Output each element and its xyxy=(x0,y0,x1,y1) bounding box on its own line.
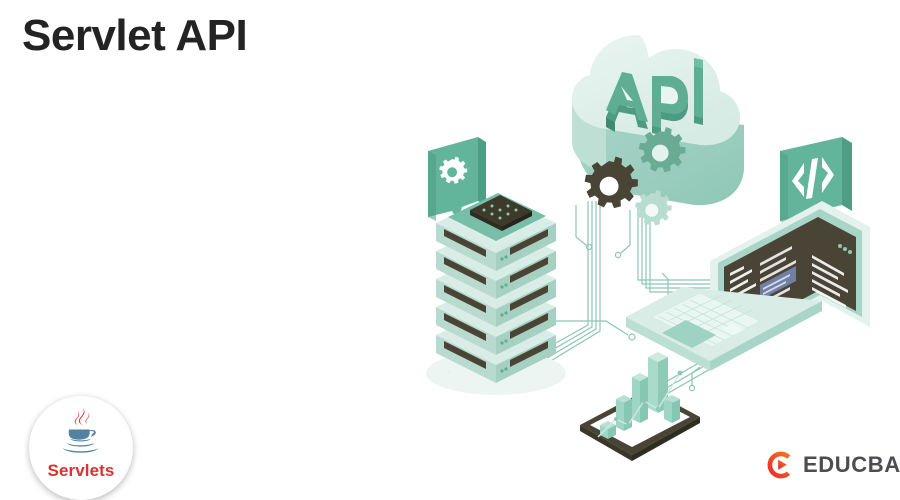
java-servlets-logo: Servlets xyxy=(29,396,133,500)
page-title: Servlet API xyxy=(22,11,248,60)
laptop-with-code-editor xyxy=(626,201,870,371)
code-brackets-icon xyxy=(792,157,834,199)
isometric-api-architecture-illustration xyxy=(400,5,900,495)
api-cloud-text xyxy=(606,58,703,135)
servlets-logo-label: Servlets xyxy=(47,461,115,480)
gear-dark xyxy=(584,156,638,209)
settings-bubble xyxy=(428,137,486,221)
educba-mark-icon xyxy=(766,450,796,480)
educba-logo: EDUCBA xyxy=(766,450,900,480)
educba-logo-label: EDUCBA xyxy=(803,452,900,477)
gear-icon xyxy=(439,156,468,184)
tablet-with-bar-chart xyxy=(580,352,700,461)
gear-mint xyxy=(635,189,672,226)
server-rack xyxy=(426,193,566,395)
circuit-chip xyxy=(448,193,546,241)
java-coffee-cup-icon xyxy=(50,403,112,465)
gear-teal xyxy=(638,127,686,173)
